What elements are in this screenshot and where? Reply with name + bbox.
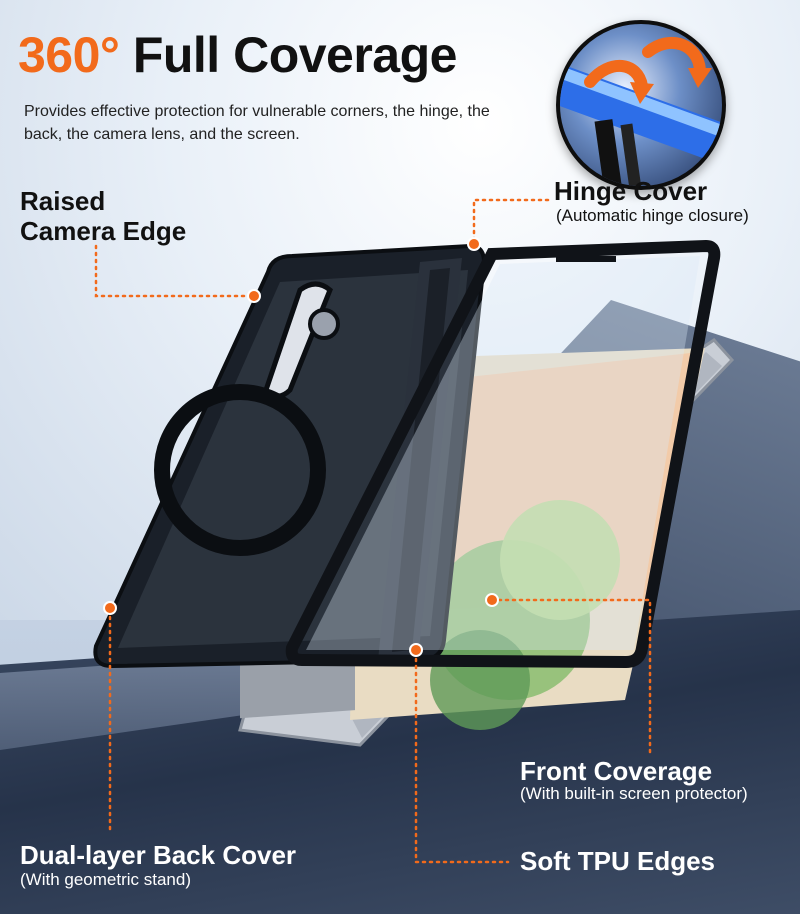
tpu-callout-dot <box>409 643 423 657</box>
front-coverage-label: Front Coverage <box>520 756 713 786</box>
title-rest: Full Coverage <box>132 27 458 83</box>
camera-callout-line <box>94 244 254 298</box>
hinge-zoom-image <box>556 20 726 190</box>
front-callout-dot <box>485 593 499 607</box>
hinge-closeup-illustration <box>560 37 722 186</box>
callout-lines <box>94 198 652 864</box>
back-cover-sublabel: (With geometric stand) <box>20 870 191 889</box>
callout-dots <box>103 237 499 657</box>
camera-callout-dot <box>247 289 261 303</box>
tpu-callout-line <box>414 650 510 864</box>
back-cover <box>93 243 487 669</box>
camera-edge-line1: Raised <box>20 186 106 216</box>
hinge-callout-dot <box>467 237 481 251</box>
front-coverage-sublabel: (With built-in screen protector) <box>520 784 748 803</box>
hinge-callout-line <box>472 198 550 242</box>
front-frame <box>285 239 721 669</box>
back-callout-dot <box>103 601 117 615</box>
title-accent: 360° <box>18 27 120 83</box>
page-title: 360° Full Coverage <box>18 26 457 84</box>
camera-edge-line2: Camera Edge <box>20 216 187 246</box>
back-cover-label: Dual-layer Back Cover <box>20 840 297 870</box>
hinge-cover-sublabel: (Automatic hinge closure) <box>556 206 749 225</box>
camera-edge-label: Raised Camera Edge <box>20 186 186 246</box>
page-subtitle: Provides effective protection for vulner… <box>24 103 490 143</box>
soft-tpu-label: Soft TPU Edges <box>520 846 716 876</box>
front-callout-line <box>490 598 652 754</box>
hinge-cover-label: Hinge Cover <box>554 176 708 206</box>
